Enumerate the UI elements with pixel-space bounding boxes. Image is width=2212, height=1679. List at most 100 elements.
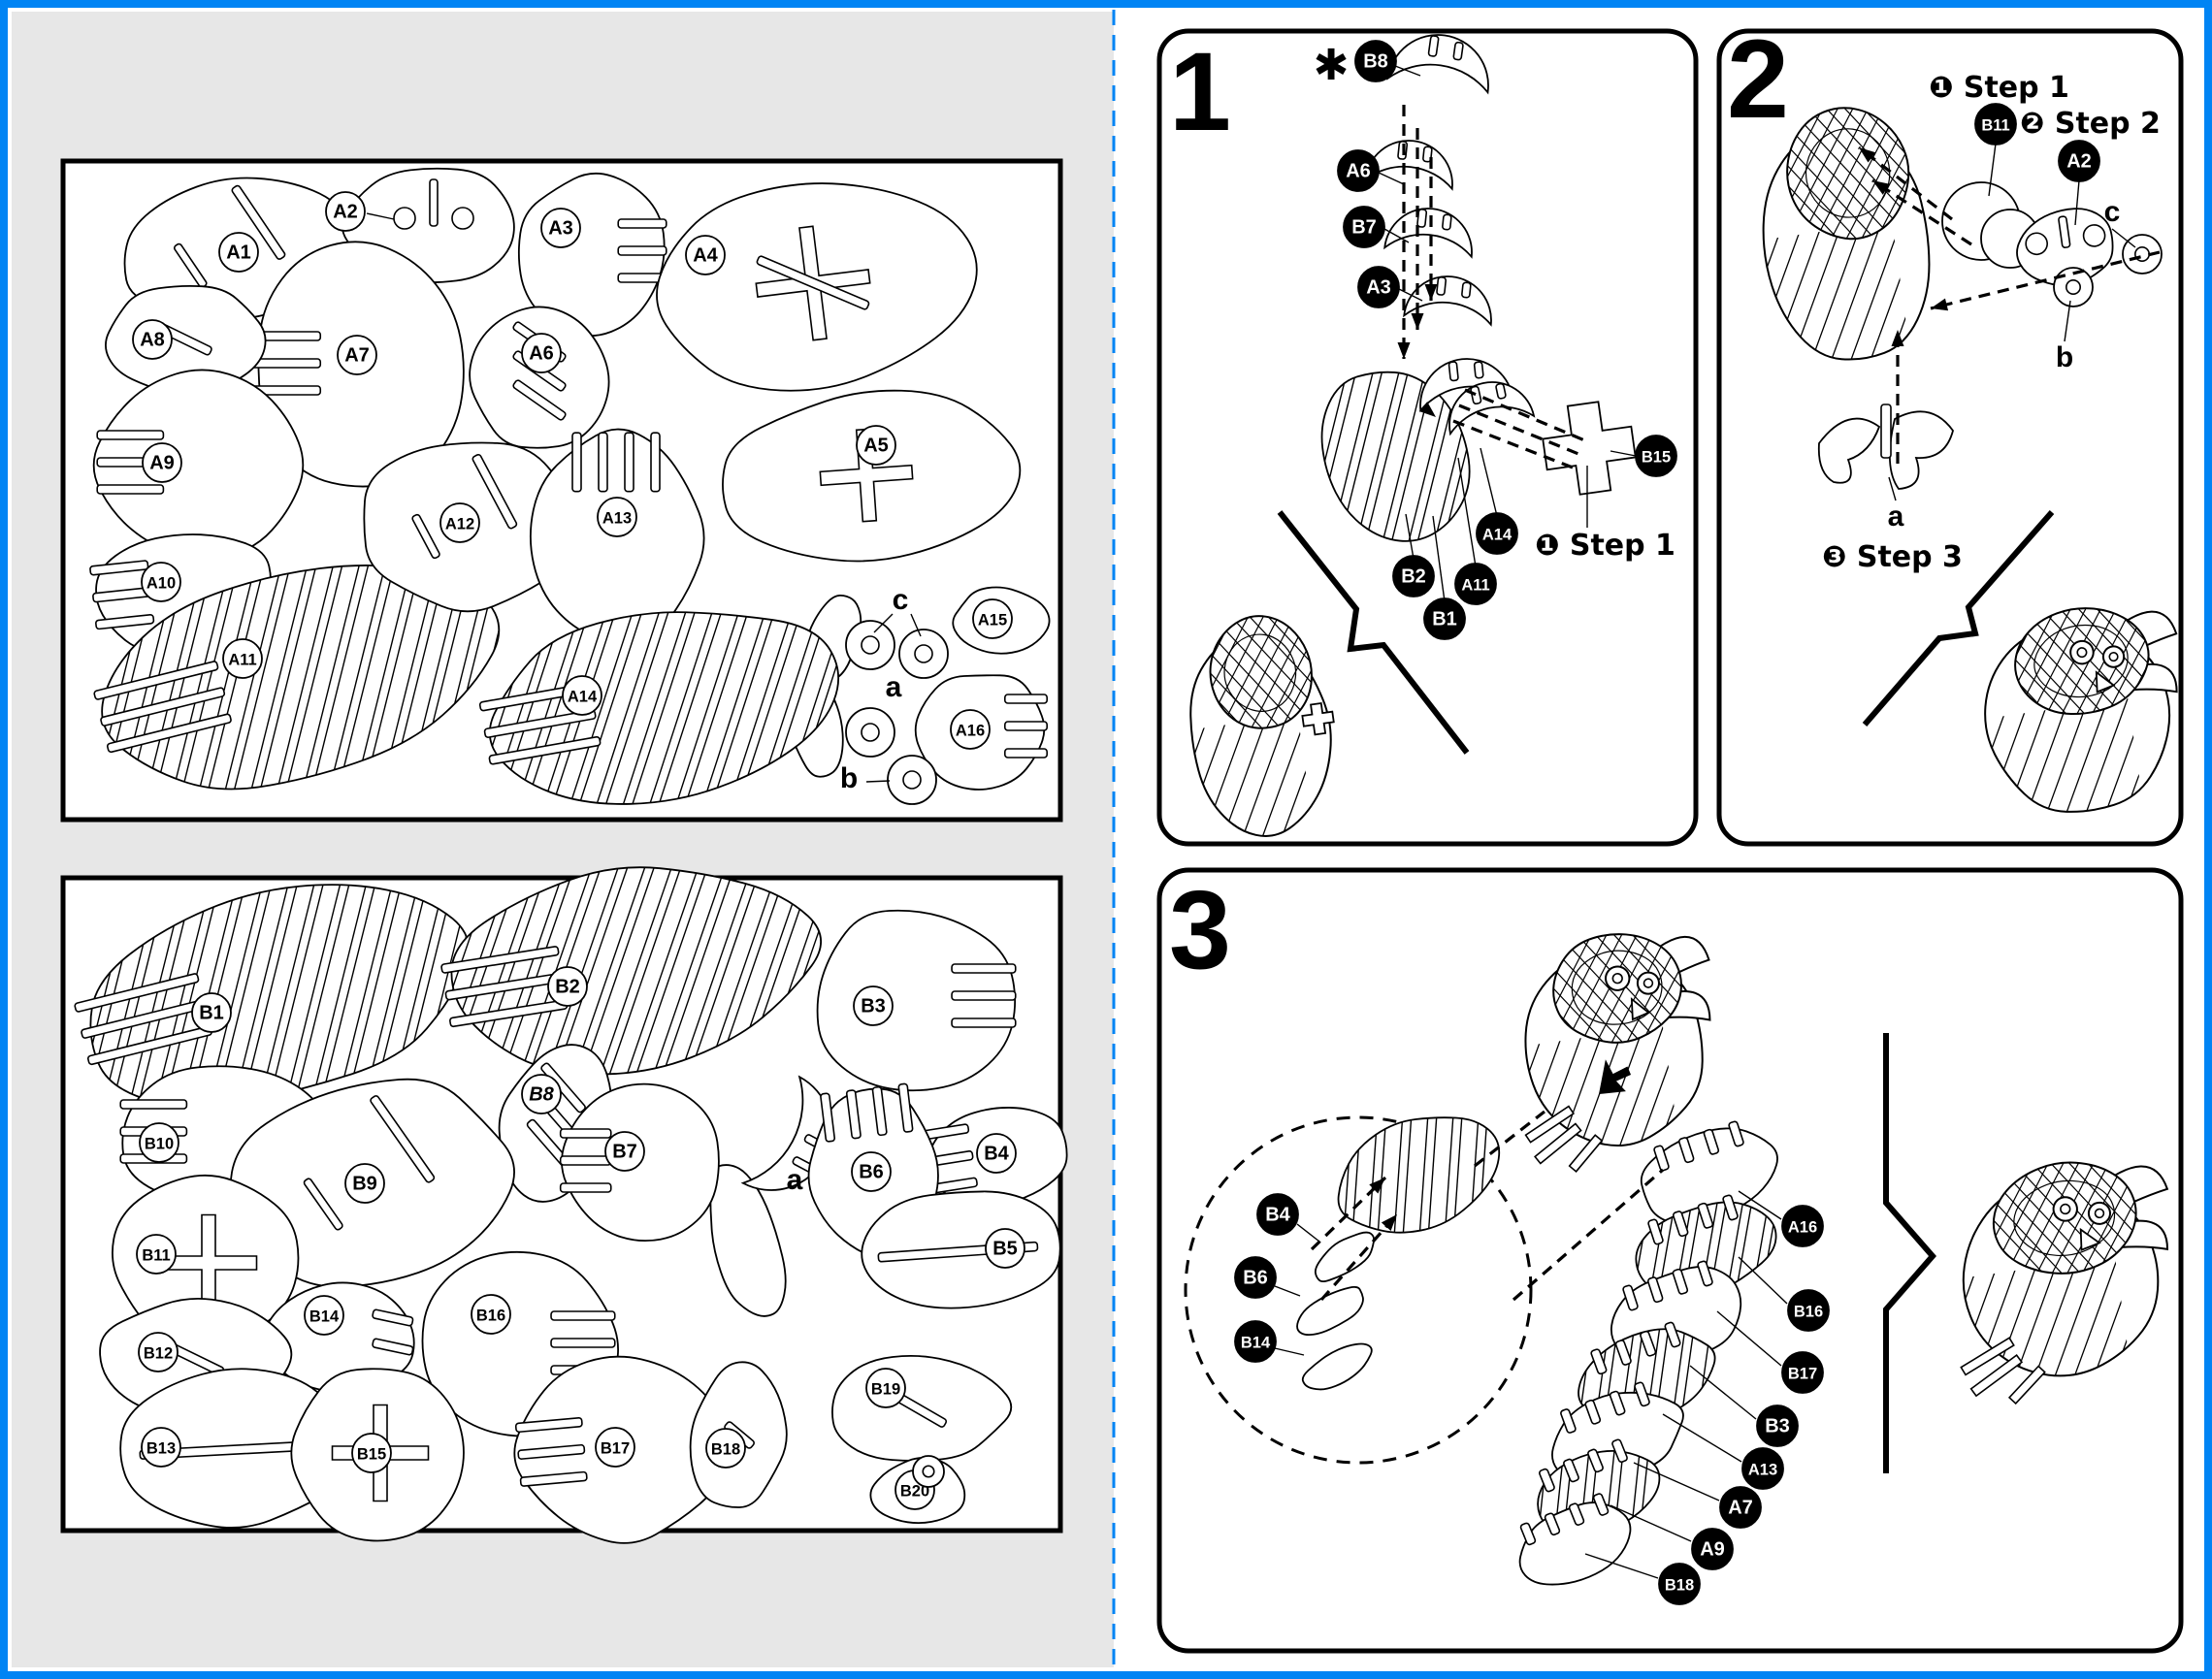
part-ref-B12: B12 [144,1345,173,1363]
leader-line [1988,143,1997,197]
piece-B5 [861,1190,1061,1309]
result-break-line [1862,510,2055,726]
step-caption: ❷ Step 2 [2020,107,2161,141]
part-letter-a: a [886,671,902,703]
part-ref-A7: A7 [1728,1498,1753,1519]
piece-B1 [66,846,493,1136]
piece-step-3-body0 [1317,1088,1519,1259]
part-ref-A7: A7 [344,345,370,367]
part-ref-A6: A6 [1346,161,1371,182]
assembly-dashed-line [1474,1110,1545,1168]
leader-line [1738,1190,1782,1220]
piece-A4 [656,182,978,392]
part-ref-A13: A13 [602,510,632,528]
part-ref-B20: B20 [900,1483,929,1501]
part-ref-B17: B17 [1788,1366,1817,1383]
part-letter-c: c [893,584,909,616]
arrowhead-icon [1411,313,1424,330]
part-ref-B19: B19 [871,1381,900,1399]
part-ref-B9: B9 [352,1174,377,1195]
part-ref-A4: A4 [693,245,718,267]
piece-A5 [722,389,1022,563]
part-ref-B14: B14 [1241,1335,1271,1352]
assembly-dashed-line [1871,178,1972,246]
part-ref-A5: A5 [863,436,889,457]
cross-piece [1542,401,1637,496]
part-letter-a: a [1888,500,1904,533]
part-ref-A14: A14 [568,689,598,706]
step-1-number: 1 [1169,30,1231,154]
piece-step-2-feather0 [2016,208,2114,287]
part-ref-B15: B15 [1642,449,1671,467]
part-ref-B15: B15 [357,1446,386,1464]
leader-line [366,212,395,220]
arrowhead-icon [1891,330,1904,346]
arrowhead-icon [1418,402,1436,417]
part-ref-A1: A1 [226,242,251,264]
part-ref-A9: A9 [149,453,175,474]
piece-step-3-feather0 [1314,1231,1375,1283]
piece-B14 [263,1281,415,1393]
part-letter-b: b [2056,341,2073,373]
piece-step-3-chain1 [1625,1186,1788,1313]
part-ref-B7: B7 [612,1142,637,1163]
part-ref-A3: A3 [1366,277,1391,299]
part-ref-B4: B4 [984,1144,1009,1165]
assembly-dashed-line [1310,1176,1387,1251]
crescent-piece [1383,208,1473,259]
leader-line [1480,447,1498,517]
crescent-piece [1386,34,1489,95]
part-ref-B8: B8 [1363,51,1388,73]
part-ref-B8: B8 [529,1084,554,1106]
part-ref-B6: B6 [859,1162,884,1183]
part-ref-B6: B6 [1243,1268,1268,1289]
result-bracket-line [1883,1033,1936,1473]
crescent-piece [1419,358,1514,413]
part-ref-A13: A13 [1748,1462,1777,1479]
part-ref-B1: B1 [1432,609,1457,630]
part-ref-B16: B16 [476,1308,505,1325]
leader-line [1689,1365,1757,1420]
part-ref-B3: B3 [861,996,886,1017]
part-letter-c: c [2104,196,2121,228]
part-ref-A14: A14 [1482,527,1513,544]
part-ref-B17: B17 [601,1440,630,1458]
step-2-number: 2 [1727,17,1789,142]
leader-line [2064,300,2071,342]
leader-line [2111,228,2136,248]
piece-B3 [816,909,1017,1092]
part-ref-A11: A11 [228,652,256,669]
piece-step-3-chain0 [1640,1120,1778,1226]
part-letter-a: a [787,1164,803,1196]
part-ref-B18: B18 [1665,1577,1694,1595]
leader-line [1378,172,1405,185]
leader-line [1457,457,1477,567]
step-caption: ❶ Step 1 [1535,529,1675,563]
part-ref-B14: B14 [309,1308,340,1326]
leader-line [873,613,894,633]
part-ref-A2: A2 [333,202,358,223]
assembly-dashed-line [1858,145,1953,221]
part-ref-A3: A3 [548,218,573,240]
leader-line [1274,1285,1301,1297]
part-ref-B18: B18 [711,1441,740,1459]
part-ref-A16: A16 [956,723,985,740]
crescent-piece [1448,381,1536,436]
arrowhead-icon [1424,284,1438,301]
asterisk-icon: ✱ [1314,41,1350,90]
leader-line [1610,1504,1692,1542]
part-ref-B2: B2 [1401,566,1426,588]
part-ref-A2: A2 [2066,151,2092,173]
owl-figure [1955,1153,2169,1405]
leader-line [910,613,922,637]
leader-line [1716,1310,1782,1367]
part-ref-B11: B11 [1981,117,2009,135]
leader-line [1383,228,1410,243]
